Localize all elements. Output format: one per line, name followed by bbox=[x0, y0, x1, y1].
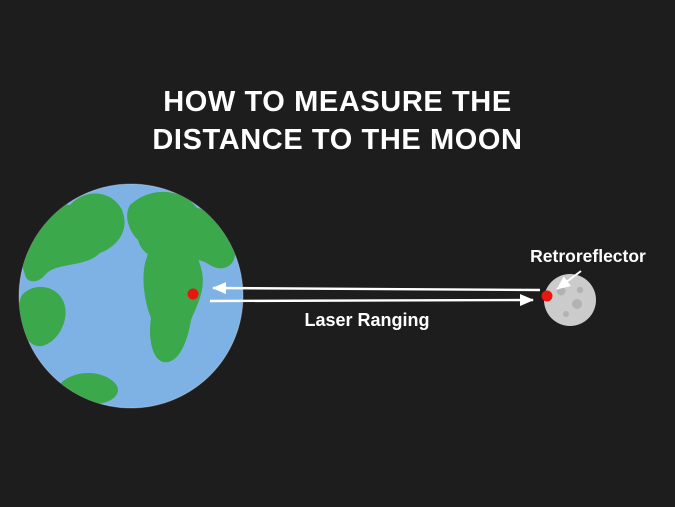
page-title: HOW TO MEASURE THE DISTANCE TO THE MOON bbox=[0, 84, 675, 159]
retroreflector-label: Retroreflector bbox=[530, 246, 646, 266]
retroreflector-dot bbox=[541, 290, 553, 302]
retroreflector-pointer-arrow bbox=[556, 270, 582, 290]
title-line-2: DISTANCE TO THE MOON bbox=[152, 123, 523, 156]
moon-crater bbox=[576, 286, 584, 294]
earth-illustration bbox=[18, 183, 244, 409]
moon-illustration bbox=[541, 274, 596, 326]
moon-crater bbox=[563, 311, 569, 317]
laser-arrow-to-moon bbox=[209, 294, 534, 307]
moon-crater bbox=[572, 299, 582, 309]
laser-origin-dot bbox=[187, 288, 199, 300]
laser-ranging-label: Laser Ranging bbox=[304, 310, 430, 330]
title-line-1: HOW TO MEASURE THE bbox=[163, 86, 512, 118]
continent-central bbox=[143, 242, 203, 363]
laser-arrow-to-earth bbox=[212, 282, 541, 295]
moon-body bbox=[544, 274, 596, 326]
continent-west bbox=[19, 286, 66, 347]
